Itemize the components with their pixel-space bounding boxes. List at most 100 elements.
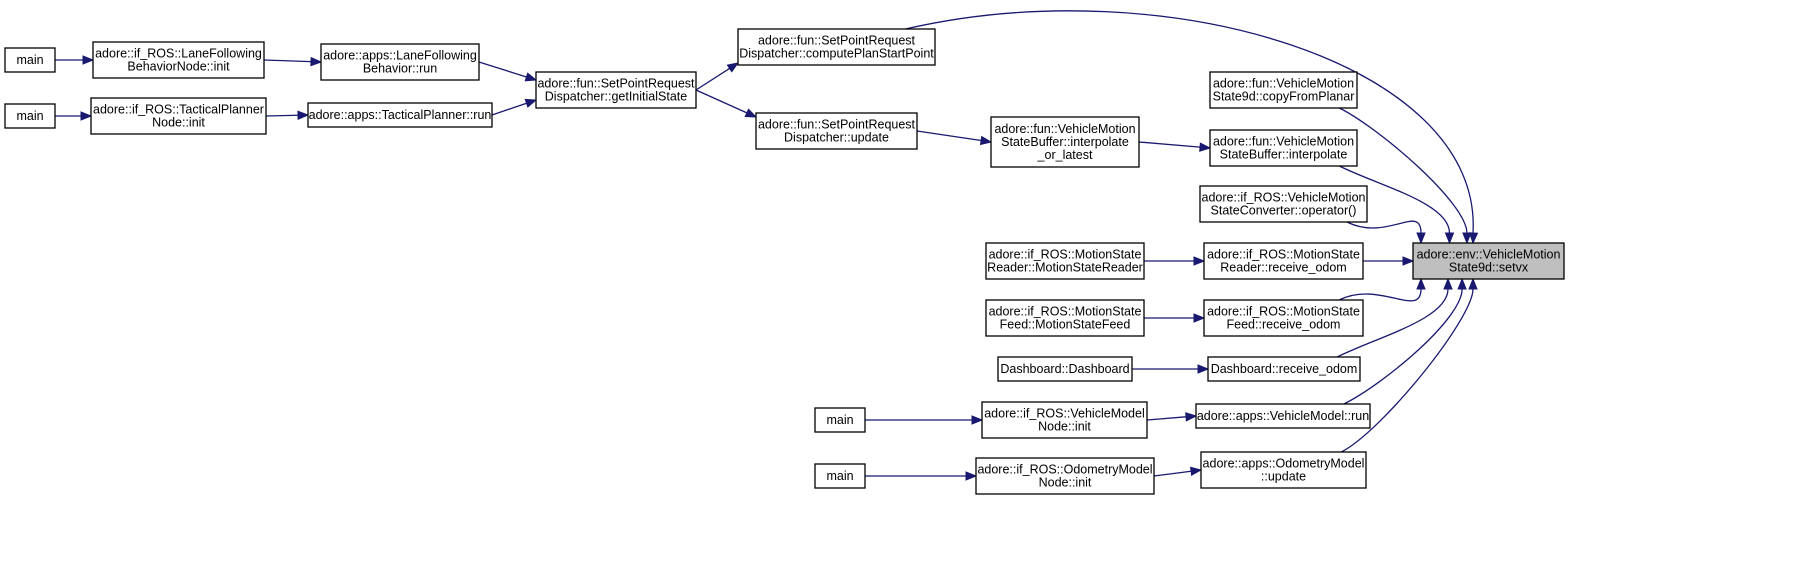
node-label: Reader::receive_odom: [1220, 261, 1346, 275]
edge-spr-init-to-spr-cps: [695, 62, 740, 91]
edge-tp-run-to-spr-init: [491, 98, 538, 116]
arrow-head-icon: [297, 110, 310, 120]
edge-spr-init-to-spr-upd: [695, 89, 758, 118]
node-label: main: [826, 413, 853, 427]
node-box: [4, 47, 56, 73]
edge-spr-cps-to-target: [905, 10, 1479, 245]
node-label: main: [826, 469, 853, 483]
node-label: adore::fun::VehicleMotion: [1213, 135, 1354, 149]
node-box: [1209, 129, 1358, 167]
edge-msr-ctor-to-msr-recv: [1144, 256, 1206, 266]
edge-vm-run-to-target: [1343, 277, 1467, 405]
edge-vms-copy-to-target: [1339, 107, 1472, 245]
node-msf-ctor[interactable]: adore::if_ROS::MotionStateFeed::MotionSt…: [985, 299, 1145, 337]
edge-line: [478, 61, 527, 78]
node-box: [985, 242, 1145, 280]
node-label: adore::if_ROS::VehicleModel: [984, 407, 1145, 421]
edge-msr-recv-to-target: [1363, 256, 1415, 266]
node-label: Node::init: [152, 116, 205, 130]
arrow-head-icon: [1468, 277, 1478, 290]
node-main3[interactable]: main: [814, 407, 866, 433]
edge-lf-run-to-spr-init: [478, 61, 538, 82]
edge-line: [1339, 107, 1468, 234]
edge-main4-to-om-init: [865, 471, 978, 481]
node-box: [90, 97, 267, 135]
edge-spr-upd-to-vmsb-iol: [916, 130, 993, 146]
node-box: [985, 299, 1145, 337]
edge-om-init-to-om-upd: [1153, 466, 1203, 477]
node-vms-copy[interactable]: adore::fun::VehicleMotionState9d::copyFr…: [1209, 71, 1358, 109]
node-label: BehaviorNode::init: [127, 60, 230, 74]
node-box: [814, 407, 866, 433]
node-box: [1209, 71, 1358, 109]
arrow-head-icon: [965, 471, 978, 481]
node-lf-init[interactable]: adore::if_ROS::LaneFollowingBehaviorNode…: [92, 41, 265, 79]
node-tp-run[interactable]: adore::apps::TacticalPlanner::run: [307, 102, 493, 128]
node-label: ::update: [1261, 470, 1306, 484]
node-om-upd[interactable]: adore::apps::OdometryModel::update: [1200, 451, 1367, 489]
edge-line: [695, 89, 748, 114]
node-label: adore::if_ROS::MotionState: [989, 248, 1142, 262]
edge-line: [1146, 416, 1187, 421]
node-db-recv[interactable]: Dashboard::receive_odom: [1207, 356, 1361, 382]
node-label: adore::apps::VehicleModel::run: [1197, 409, 1369, 423]
node-main4[interactable]: main: [814, 463, 866, 489]
node-label: adore::if_ROS::TacticalPlanner: [93, 103, 264, 117]
node-label: adore::fun::SetPointRequest: [537, 77, 695, 91]
arrow-head-icon: [1197, 364, 1210, 374]
node-box: [997, 356, 1133, 382]
node-msr-ctor[interactable]: adore::if_ROS::MotionStateReader::Motion…: [985, 242, 1145, 280]
arrow-head-icon: [726, 62, 740, 73]
node-db-ctor[interactable]: Dashboard::Dashboard: [997, 356, 1133, 382]
edge-msf-recv-to-target: [1338, 277, 1426, 302]
node-main1[interactable]: main: [4, 47, 56, 73]
node-box: [1199, 185, 1368, 223]
node-box: [990, 116, 1140, 168]
node-vmsb-interp[interactable]: adore::fun::VehicleMotionStateBuffer::in…: [1209, 129, 1358, 167]
edge-line: [265, 114, 299, 117]
node-label: _or_latest: [1037, 148, 1093, 162]
arrow-head-icon: [310, 56, 323, 67]
node-label: Feed::receive_odom: [1227, 318, 1341, 332]
node-main2[interactable]: main: [4, 103, 56, 129]
node-spr-cps[interactable]: adore::fun::SetPointRequestDispatcher::c…: [737, 28, 936, 66]
node-msr-recv[interactable]: adore::if_ROS::MotionStateReader::receiv…: [1203, 242, 1364, 280]
node-msf-recv[interactable]: adore::if_ROS::MotionStateFeed::receive_…: [1203, 299, 1364, 337]
node-vmsb-iol[interactable]: adore::fun::VehicleMotionStateBuffer::in…: [990, 116, 1140, 168]
edge-main2-to-tp-init: [55, 111, 93, 121]
node-label: adore::fun::SetPointRequest: [758, 118, 916, 132]
node-spr-init[interactable]: adore::fun::SetPointRequestDispatcher::g…: [535, 71, 697, 109]
node-box: [1203, 299, 1364, 337]
node-box: [535, 71, 697, 109]
edge-db-recv-to-target: [1336, 277, 1453, 358]
edge-main1-to-lf-init: [55, 55, 95, 65]
node-label: Dispatcher::computePlanStartPoint: [739, 47, 934, 61]
edge-om-upd-to-target: [1340, 277, 1478, 453]
node-label: StateBuffer::interpolate: [1220, 148, 1348, 162]
edge-line: [1346, 220, 1422, 234]
arrow-head-icon: [82, 55, 95, 65]
edge-line: [1138, 141, 1201, 148]
node-label: State9d::copyFromPlanar: [1213, 90, 1355, 104]
node-vmsc-op[interactable]: adore::if_ROS::VehicleMotionStateConvert…: [1199, 185, 1368, 223]
node-label: Reader::MotionStateReader: [987, 261, 1143, 275]
edge-vm-init-to-vm-run: [1146, 412, 1198, 422]
edge-line: [1338, 288, 1422, 302]
node-spr-upd[interactable]: adore::fun::SetPointRequestDispatcher::u…: [755, 112, 918, 150]
arrow-head-icon: [1193, 256, 1206, 266]
nodes-layer: main adore::if_ROS::LaneFollowingBehavior…: [4, 28, 1565, 495]
node-label: adore::if_ROS::MotionState: [1207, 248, 1360, 262]
arrow-head-icon: [971, 415, 984, 425]
node-vm-run[interactable]: adore::apps::VehicleModel::run: [1195, 403, 1371, 429]
node-label: StateConverter::operator(): [1211, 204, 1357, 218]
edge-line: [916, 130, 982, 142]
arrow-head-icon: [1444, 232, 1455, 245]
arrow-head-icon: [1468, 232, 1479, 245]
arrow-head-icon: [1416, 277, 1426, 290]
node-box: [981, 401, 1148, 439]
